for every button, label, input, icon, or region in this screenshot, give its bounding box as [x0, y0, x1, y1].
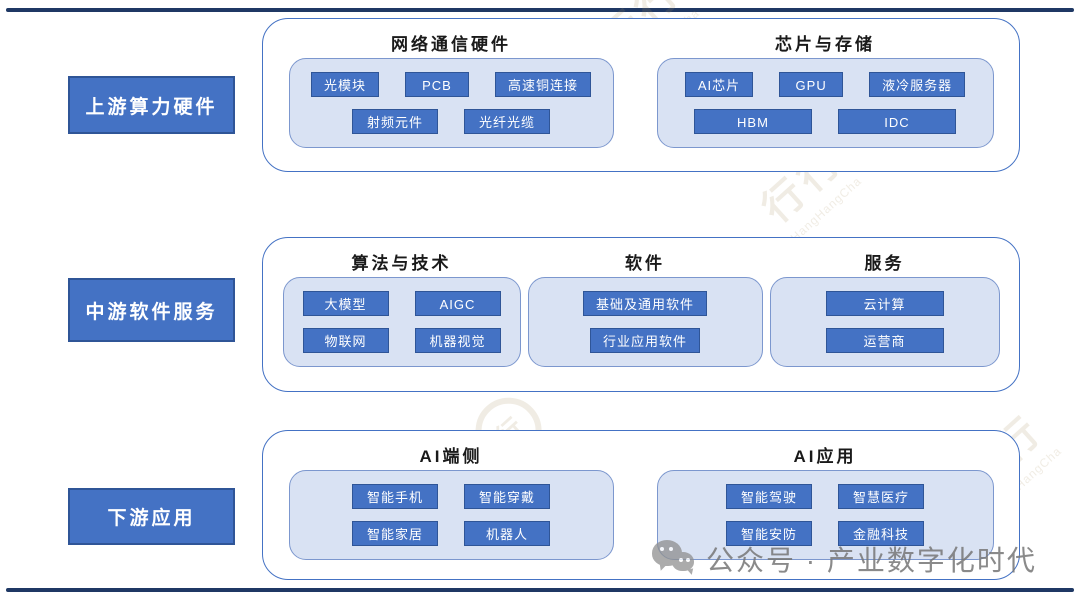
button-liquid-cooling-server: 液冷服务器 — [869, 72, 966, 97]
button-ai-chip: AI芯片 — [684, 72, 754, 97]
button-optical-module: 光模块 — [310, 72, 379, 97]
button-smart-wearable: 智能穿戴 — [464, 484, 550, 509]
footer-watermark: 公众号 · 产业数字化时代 — [652, 538, 1037, 580]
downstream-container: AI端侧 智能手机 智能穿戴 智能家居 机器人 AI应用 智能驾驶 智慧医疗 — [262, 430, 1020, 580]
upstream-container: 网络通信硬件 光模块 PCB 高速铜连接 射频元件 光纤光缆 芯片与存储 AI芯… — [262, 18, 1020, 172]
section-box: AI芯片 GPU 液冷服务器 HBM IDC — [656, 58, 994, 148]
button-smart-security: 智能安防 — [726, 521, 812, 546]
button-smart-home: 智能家居 — [352, 521, 438, 546]
button-gpu: GPU — [779, 72, 844, 97]
section-software: 软件 基础及通用软件 行业应用软件 — [527, 251, 763, 367]
section-services: 服务 云计算 运营商 — [769, 251, 1000, 367]
bottom-rule — [6, 588, 1074, 592]
section-ai-edge: AI端侧 智能手机 智能穿戴 智能家居 机器人 — [288, 444, 614, 560]
button-aigc: AIGC — [414, 291, 501, 316]
midstream-container: 算法与技术 大模型 AIGC 物联网 机器视觉 软件 基础及通用软件 行业应用 — [262, 237, 1020, 392]
button-robot: 机器人 — [464, 521, 550, 546]
button-basic-general-software: 基础及通用软件 — [582, 291, 707, 316]
tier-label-midstream: 中游软件服务 — [68, 278, 235, 342]
button-smart-driving: 智能驾驶 — [726, 484, 812, 509]
section-algorithm-tech: 算法与技术 大模型 AIGC 物联网 机器视觉 — [282, 251, 521, 367]
section-box: 基础及通用软件 行业应用软件 — [527, 277, 763, 367]
section-title: AI应用 — [793, 447, 857, 466]
button-fintech: 金融科技 — [838, 521, 924, 546]
button-idc: IDC — [838, 109, 956, 134]
button-hbm: HBM — [694, 109, 812, 134]
section-ai-application: AI应用 智能驾驶 智慧医疗 智能安防 金融科技 — [656, 444, 994, 560]
button-machine-vision: 机器视觉 — [414, 328, 501, 353]
footer-watermark-text: 公众号 · 产业数字化时代 — [706, 545, 1037, 576]
button-rf-components: 射频元件 — [352, 109, 438, 134]
section-chip-storage: 芯片与存储 AI芯片 GPU 液冷服务器 HBM IDC — [656, 32, 994, 148]
section-title: 算法与技术 — [351, 254, 452, 273]
button-smartphone: 智能手机 — [352, 484, 438, 509]
section-box: 智能驾驶 智慧医疗 智能安防 金融科技 — [656, 470, 994, 560]
button-iot: 物联网 — [302, 328, 389, 353]
section-box: 大模型 AIGC 物联网 机器视觉 — [282, 277, 521, 367]
button-pcb: PCB — [405, 72, 469, 97]
button-fiber-optic-cable: 光纤光缆 — [464, 109, 550, 134]
button-industry-app-software: 行业应用软件 — [589, 328, 700, 353]
tier-label-downstream: 下游应用 — [68, 488, 235, 545]
section-title: 网络通信硬件 — [391, 35, 511, 54]
button-telecom-operator: 运营商 — [825, 328, 944, 353]
section-title: 服务 — [864, 254, 905, 273]
button-large-model: 大模型 — [302, 291, 389, 316]
top-rule — [6, 8, 1074, 12]
section-title: 芯片与存储 — [775, 35, 875, 54]
section-network-comm-hardware: 网络通信硬件 光模块 PCB 高速铜连接 射频元件 光纤光缆 — [288, 32, 614, 148]
button-high-speed-copper: 高速铜连接 — [495, 72, 592, 97]
section-box: 智能手机 智能穿戴 智能家居 机器人 — [288, 470, 614, 560]
section-title: AI端侧 — [419, 447, 483, 466]
section-box: 光模块 PCB 高速铜连接 射频元件 光纤光缆 — [288, 58, 614, 148]
button-cloud-computing: 云计算 — [825, 291, 944, 316]
section-box: 云计算 运营商 — [769, 277, 1000, 367]
tier-label-upstream: 上游算力硬件 — [68, 76, 235, 134]
wechat-icon — [652, 538, 698, 580]
button-smart-healthcare: 智慧医疗 — [838, 484, 924, 509]
section-title: 软件 — [625, 254, 665, 273]
